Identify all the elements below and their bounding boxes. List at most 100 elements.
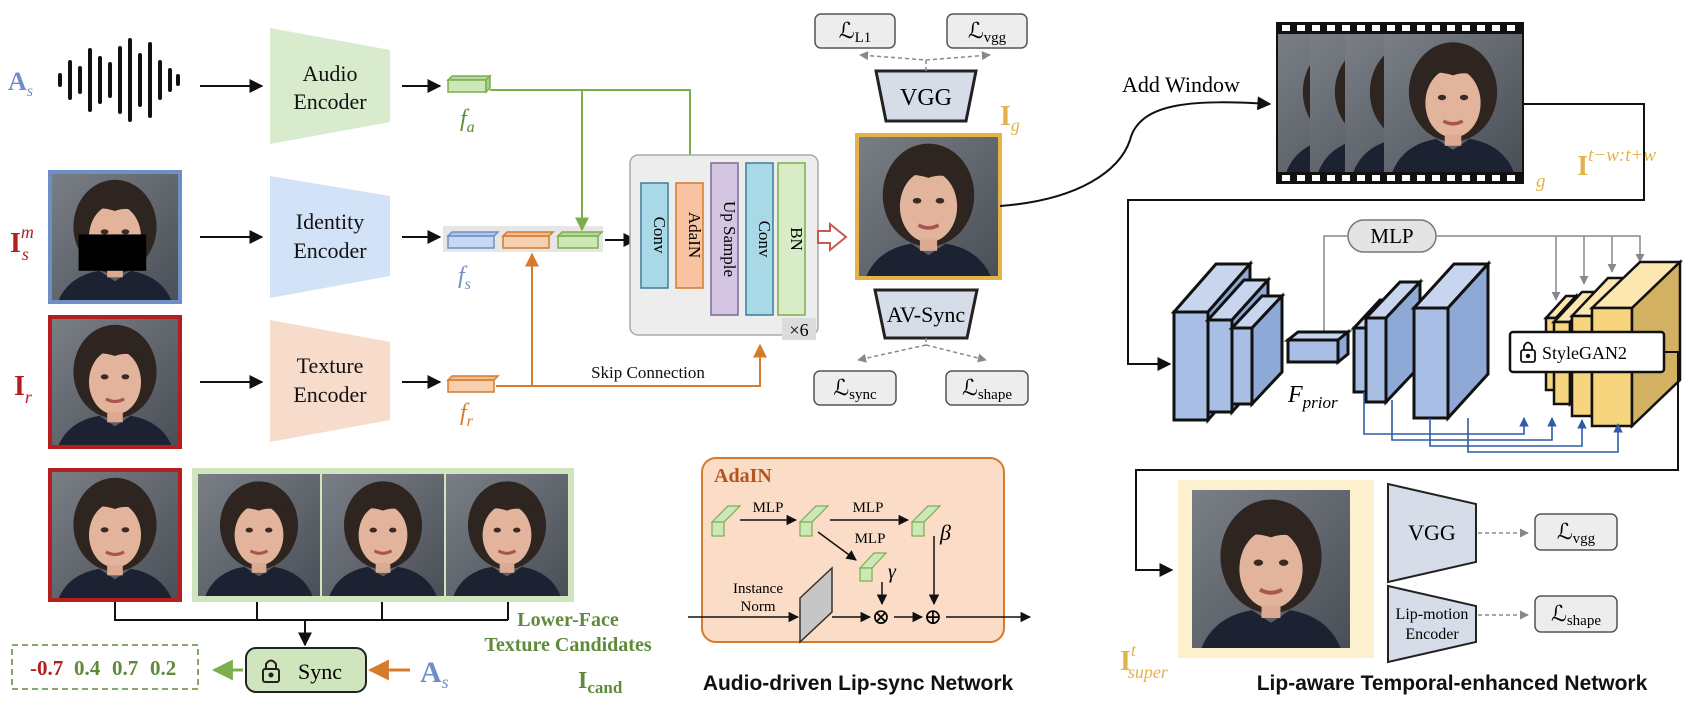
film-perforation [1282, 25, 1290, 31]
film-perforation [1282, 175, 1290, 181]
film-perforation [1312, 175, 1320, 181]
svg-text:MLP: MLP [1370, 224, 1413, 248]
film-perforation [1507, 25, 1515, 31]
reference-face-image [48, 315, 182, 449]
film-perforation [1447, 175, 1455, 181]
super-face-image [1190, 488, 1352, 650]
film-perforations [1282, 25, 1515, 181]
film-perforation [1492, 25, 1500, 31]
decoder-adain [675, 182, 704, 289]
feature-fa [446, 74, 492, 94]
audio-encoder-label: Audio [303, 61, 358, 86]
film-perforation [1477, 175, 1485, 181]
svg-text:AV-Sync: AV-Sync [887, 302, 965, 327]
score-4: 0.2 [150, 656, 176, 680]
svg-text:StyleGAN2: StyleGAN2 [1542, 343, 1627, 363]
svg-text:ℒshape: ℒshape [1551, 601, 1601, 629]
loss-shape [945, 370, 1029, 406]
film-perforation [1387, 175, 1395, 181]
svg-text:MLP: MLP [855, 531, 886, 547]
svg-text:ℒshape: ℒshape [962, 375, 1012, 403]
loss-l1 [814, 13, 896, 49]
stage1-vgg [874, 69, 978, 123]
svg-text:BN: BN [787, 227, 806, 251]
generated-face-label: Ig [1000, 101, 1020, 135]
svg-text:ℒsync: ℒsync [833, 375, 877, 403]
decoder-conv-1 [640, 182, 669, 289]
svg-text:ℒL1: ℒL1 [839, 18, 872, 46]
audio-waveform-icon [58, 38, 180, 122]
adain-feature-cubes [710, 505, 942, 582]
film-perforation [1342, 25, 1350, 31]
svg-text:AdaIN: AdaIN [685, 212, 704, 258]
svg-text:Norm: Norm [741, 599, 776, 615]
candidates-caption: Lower-Face [517, 609, 619, 631]
score-3: 0.7 [112, 656, 138, 680]
film-strip [1276, 22, 1524, 184]
svg-text:Encoder: Encoder [1405, 626, 1459, 643]
decoder-bn [777, 162, 806, 316]
lip-motion-encoder [1387, 584, 1477, 664]
film-perforation [1417, 175, 1425, 181]
candidate-face-1 [196, 472, 322, 598]
svg-text:Sync: Sync [298, 659, 342, 684]
stage2-loss-vgg [1534, 513, 1618, 551]
score-2: 0.4 [74, 656, 101, 680]
fa-label: fa [460, 106, 475, 136]
audio-input-label: As [8, 67, 33, 100]
film-perforation [1402, 175, 1410, 181]
film-perforation [1432, 175, 1440, 181]
svg-text:Instance: Instance [733, 581, 783, 597]
lock-icon [262, 659, 280, 683]
loss-vgg [946, 13, 1028, 49]
instance-norm-plane [799, 566, 833, 644]
sync-audio-label: As [420, 656, 449, 692]
identity-encoder-label: Identity [296, 209, 364, 234]
svg-text:Encoder: Encoder [293, 89, 367, 114]
f-prior-label: Fprior [1287, 382, 1338, 412]
reference-face-label: Ir [14, 371, 33, 407]
identity-encoder [270, 176, 390, 298]
svg-text:MLP: MLP [853, 500, 884, 516]
feature-fr [446, 375, 500, 393]
prior-encoder [1170, 260, 1353, 424]
stage1-avsync [873, 288, 979, 340]
loss-sync [813, 370, 897, 406]
svg-text:Up Sample: Up Sample [720, 201, 739, 277]
film-perforation [1447, 25, 1455, 31]
add-window-label: Add Window [1122, 72, 1240, 97]
candidate-ref-face [48, 468, 182, 602]
cand-label: Icand [578, 668, 623, 697]
feature-fs [446, 231, 604, 249]
texture-encoder [270, 320, 390, 442]
repeat-label: ×6 [789, 320, 808, 340]
audio-encoder [270, 28, 390, 144]
stage2-vgg [1387, 482, 1477, 584]
film-perforation [1507, 175, 1515, 181]
svg-text:ℒvgg: ℒvgg [968, 18, 1007, 46]
film-perforation [1327, 175, 1335, 181]
prior-decoder [1350, 260, 1492, 422]
film-perforation [1357, 25, 1365, 31]
adain-beta: β [939, 520, 951, 545]
film-perforation [1387, 25, 1395, 31]
svg-text:MLP: MLP [753, 500, 784, 516]
add-op: ⊕ [924, 604, 942, 629]
svg-text:Encoder: Encoder [293, 238, 367, 263]
sync-scores-box [11, 644, 199, 690]
candidate-face-3 [444, 472, 570, 598]
film-perforation [1372, 25, 1380, 31]
film-perforation [1432, 25, 1440, 31]
texture-encoder-label: Texture [297, 353, 364, 378]
stage2-loss-shape [1534, 595, 1618, 633]
svg-text:VGG: VGG [900, 85, 952, 111]
svg-text:VGG: VGG [1408, 520, 1456, 545]
film-perforation [1342, 175, 1350, 181]
film-perforation [1402, 25, 1410, 31]
film-perforation [1297, 175, 1305, 181]
